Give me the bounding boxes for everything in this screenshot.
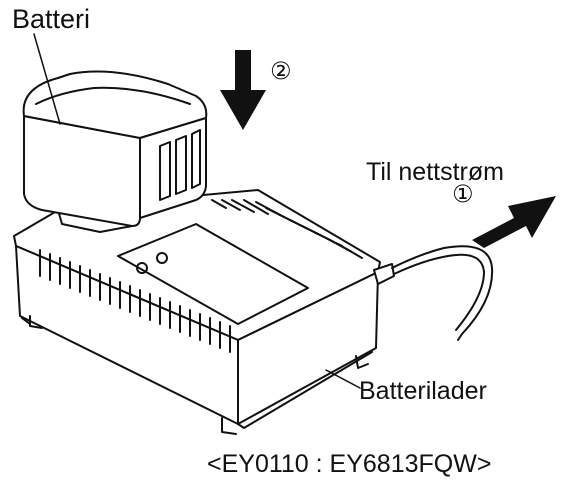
charger-body [13,189,381,435]
battery-leader-line [33,33,61,125]
model-caption: <EY0110 : EY6813FQW> [207,450,492,478]
mains-arrow-icon [472,196,556,248]
front-vents [39,249,231,353]
step-1-marker: ① [452,181,474,208]
top-vents [211,199,363,259]
battery-pack [22,70,208,233]
battery-label: Batteri [12,4,91,34]
charger-label: Batterilader [359,377,487,405]
insert-arrow-icon [220,50,266,130]
charger-leader-line [325,369,361,389]
step-2-marker: ② [270,58,292,85]
power-cord [373,245,494,341]
mains-label: Til nettstrøm [366,158,504,186]
